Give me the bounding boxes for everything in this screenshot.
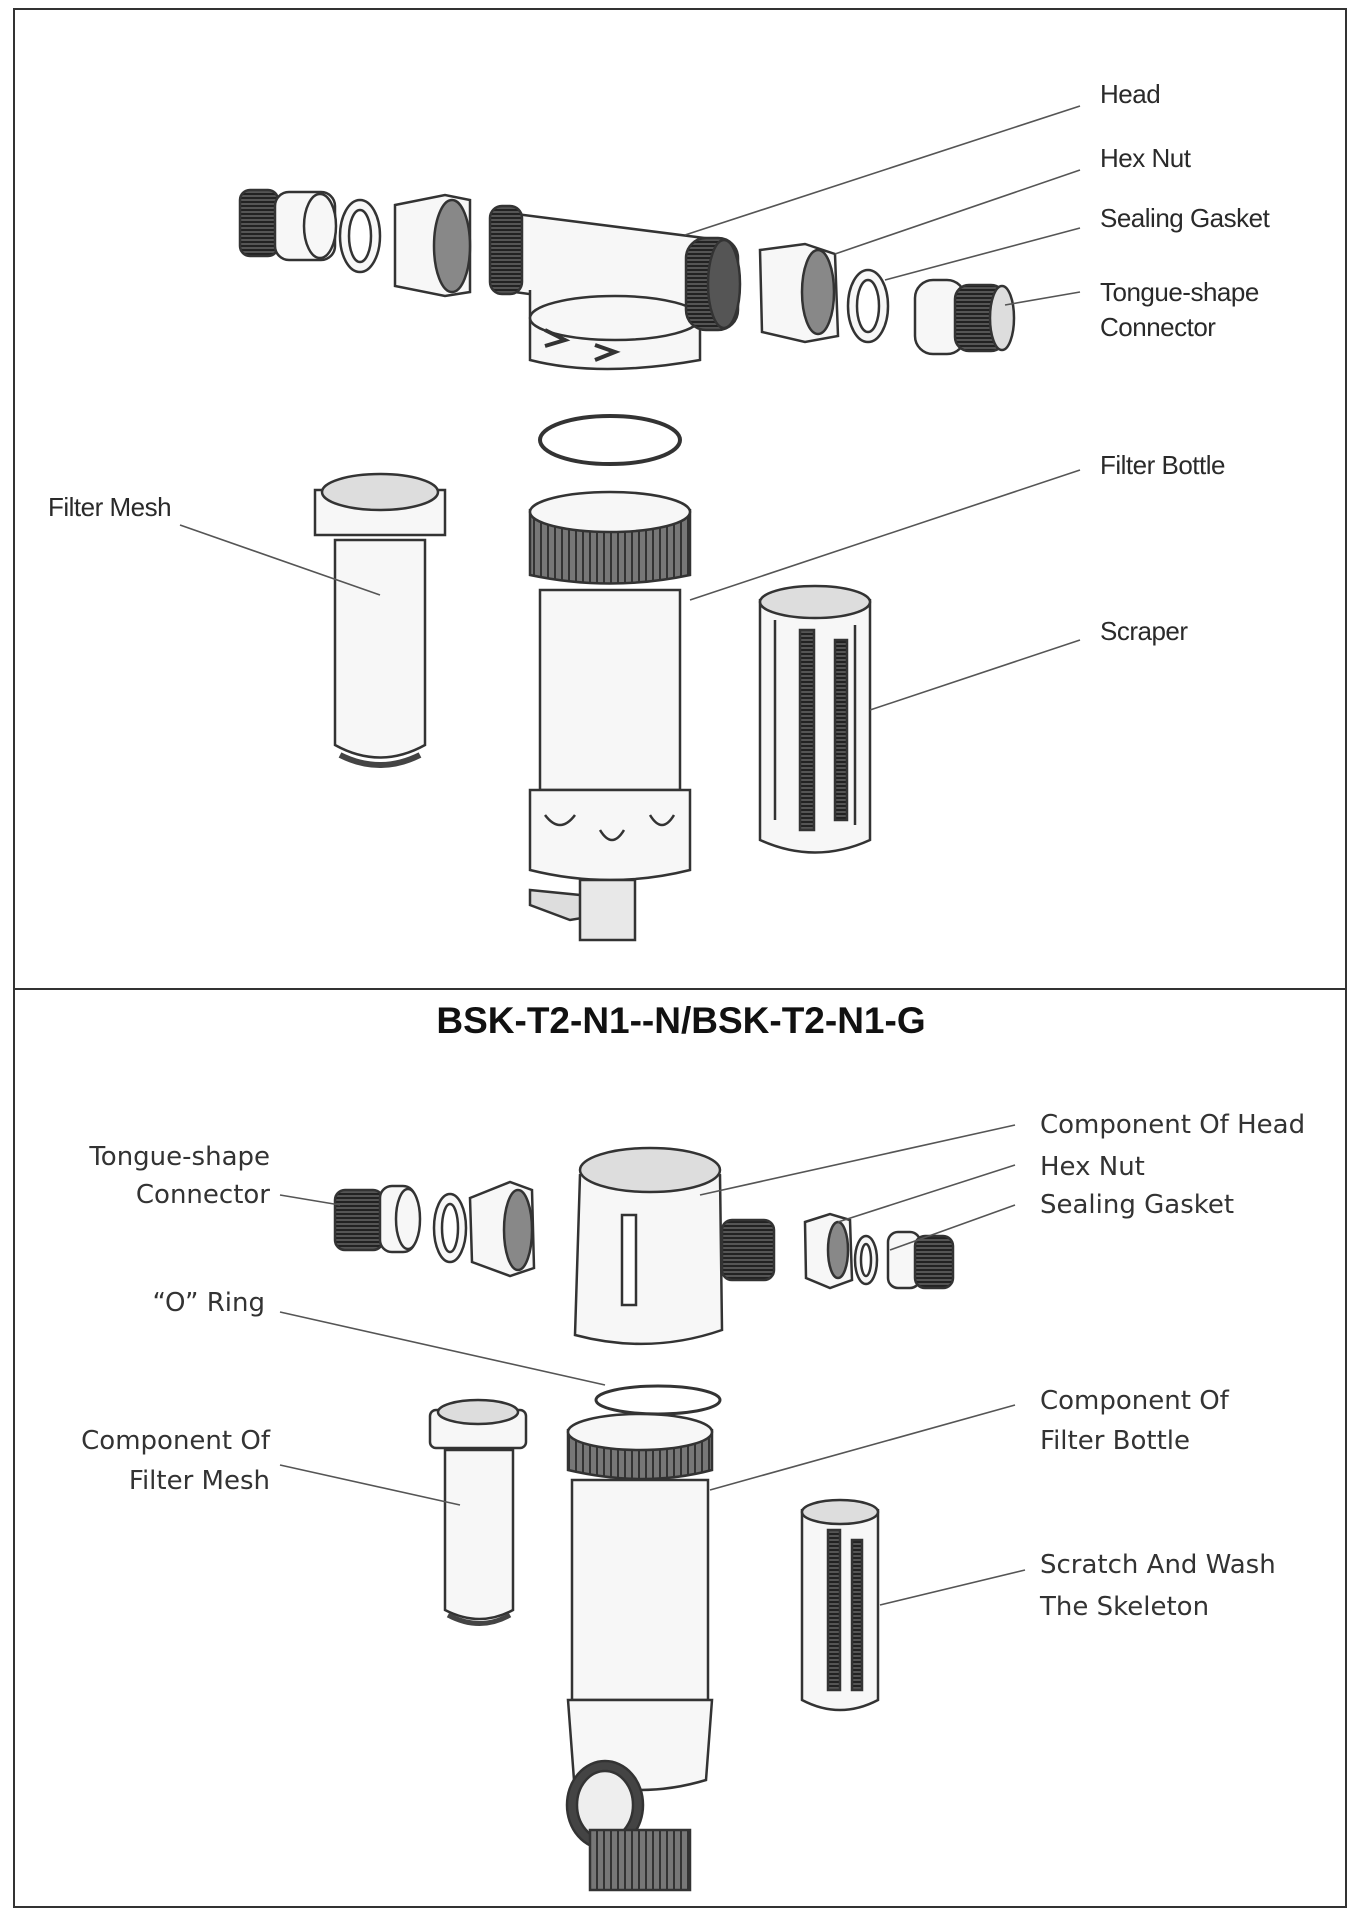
label-sealing-gasket: Sealing Gasket	[1100, 203, 1270, 233]
top-tongue-connector-right	[913, 278, 1016, 356]
label-b-o-ring: “O” Ring	[152, 1288, 265, 1318]
label-filter-mesh: Filter Mesh	[48, 492, 172, 522]
label-scraper: Scraper	[1100, 616, 1188, 646]
label-b-head: Component Of Head	[1040, 1110, 1306, 1140]
label-b-sealing-gasket: Sealing Gasket	[1040, 1190, 1235, 1220]
bottom-filter-bottle	[565, 1412, 714, 1892]
bottom-leader-lines	[279, 1124, 1026, 1606]
top-filter-mesh	[313, 472, 447, 768]
top-assembly	[238, 188, 1016, 942]
diagram-frame	[13, 8, 1347, 1908]
top-hex-nut-right	[758, 242, 840, 344]
top-leader-lines	[179, 105, 1081, 711]
label-b-skeleton-line1: Scratch And Wash	[1040, 1550, 1276, 1580]
top-hex-nut-left	[393, 193, 472, 298]
bottom-gasket-left	[432, 1192, 468, 1264]
bottom-assembly	[333, 1146, 955, 1892]
label-b-tongue-line1: Tongue-shape	[89, 1142, 270, 1172]
label-filter-bottle: Filter Bottle	[1100, 450, 1226, 480]
bottom-skeleton	[800, 1498, 880, 1712]
label-b-skeleton-line2: The Skeleton	[1040, 1592, 1210, 1622]
bottom-hex-nut-left	[468, 1180, 536, 1278]
section-divider	[13, 988, 1347, 990]
label-tongue-line1: Tongue-shape	[1100, 277, 1259, 307]
bottom-tongue-connector-right	[886, 1230, 955, 1290]
bottom-head	[573, 1146, 776, 1346]
model-title: BSK-T2-N1--N/BSK-T2-N1-G	[436, 1000, 926, 1041]
label-b-bottle-line2: Filter Bottle	[1040, 1426, 1191, 1456]
label-b-mesh-line2: Filter Mesh	[128, 1466, 270, 1496]
bottom-tongue-connector-left	[333, 1184, 422, 1254]
label-head: Head	[1100, 79, 1161, 109]
bottom-o-ring	[594, 1384, 722, 1416]
label-hex-nut: Hex Nut	[1100, 143, 1191, 173]
bottom-gasket-right	[853, 1234, 879, 1286]
top-filter-bottle	[528, 490, 692, 942]
top-scraper	[758, 584, 872, 854]
top-tongue-connector-left	[238, 188, 338, 262]
top-o-ring	[538, 414, 682, 466]
label-b-bottle-line1: Component Of	[1040, 1386, 1229, 1416]
bottom-hex-nut-right	[803, 1212, 854, 1290]
top-gasket-right	[846, 268, 890, 344]
label-b-mesh-line1: Component Of	[81, 1426, 270, 1456]
top-head	[488, 204, 742, 371]
top-gasket-left	[338, 198, 382, 274]
label-b-tongue-line2: Connector	[135, 1180, 270, 1210]
bottom-filter-mesh	[428, 1398, 528, 1626]
label-tongue-line2: Connector	[1100, 312, 1216, 342]
label-b-hex-nut: Hex Nut	[1040, 1152, 1145, 1182]
